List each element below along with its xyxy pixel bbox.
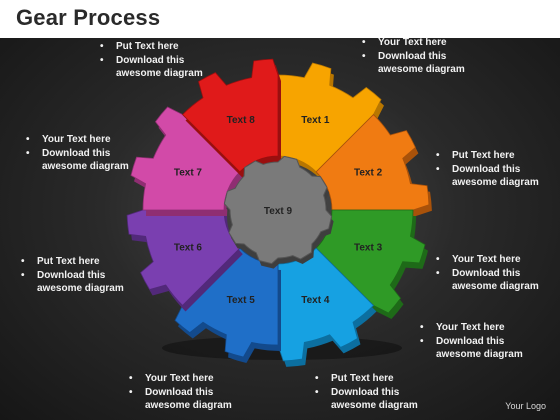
note-left-upper: Your Text here Download this awesome dia… — [22, 133, 129, 174]
note-line: Download this — [358, 50, 465, 64]
note-bottom-right: Put Text here Download this awesome diag… — [311, 372, 418, 413]
page-title: Gear Process — [16, 5, 161, 30]
note-line: Your Text here — [432, 253, 539, 267]
note-line: awesome diagram — [116, 68, 203, 79]
note-bottom-left: Your Text here Download this awesome dia… — [125, 372, 232, 413]
gear-segment-label: Text 4 — [301, 295, 330, 306]
gear-segment — [315, 209, 426, 314]
note-right-middle: Your Text here Download this awesome dia… — [432, 253, 539, 294]
gear-segment — [126, 209, 241, 307]
note-line: Download this — [22, 147, 129, 161]
note-line: Download this — [96, 54, 203, 68]
note-line: Download this — [416, 335, 523, 349]
note-top-left: Put Text here Download this awesome diag… — [96, 40, 203, 81]
note-line: Download this — [311, 386, 418, 400]
note-line: awesome diagram — [452, 281, 539, 292]
note-left-lower: Put Text here Download this awesome diag… — [17, 255, 124, 296]
note-line: Download this — [125, 386, 232, 400]
note-line: awesome diagram — [37, 283, 124, 294]
note-line: Your Text here — [358, 36, 465, 50]
gear-segment — [181, 58, 279, 173]
note-line: awesome diagram — [436, 349, 523, 360]
gear-segment — [174, 247, 279, 358]
note-right-upper: Put Text here Download this awesome diag… — [432, 149, 539, 190]
note-line: awesome diagram — [331, 400, 418, 411]
note-line: Put Text here — [432, 149, 539, 163]
gear-segment-label: Text 7 — [174, 168, 203, 179]
gear-segment — [277, 62, 382, 173]
note-line: awesome diagram — [378, 64, 465, 75]
note-line: Put Text here — [96, 40, 203, 54]
gear-segment-label: Text 8 — [227, 115, 256, 126]
note-line: Download this — [432, 163, 539, 177]
note-line: Download this — [17, 269, 124, 283]
center-gear — [223, 155, 333, 265]
gear-segment-label: Text 1 — [301, 115, 330, 126]
note-line: awesome diagram — [452, 177, 539, 188]
gear-segment-label: Text 2 — [354, 168, 383, 179]
note-right-lower: Your Text here Download this awesome dia… — [416, 321, 523, 362]
header: Gear Process — [0, 0, 560, 38]
gear-segment — [277, 247, 375, 362]
note-line: Your Text here — [125, 372, 232, 386]
note-line: Put Text here — [311, 372, 418, 386]
note-line: Download this — [432, 267, 539, 281]
note-line: awesome diagram — [145, 400, 232, 411]
gear-segments: Text 1 Text 2 Text 3 Text 4 Text 5 Text 6 Text… — [126, 58, 432, 367]
center-gear-label: Text 9 — [264, 206, 293, 217]
note-top-right: Your Text here Download this awesome dia… — [358, 36, 465, 77]
gear-segment-label: Text 3 — [354, 242, 383, 253]
note-line: Put Text here — [17, 255, 124, 269]
note-line: Your Text here — [22, 133, 129, 147]
gear-segment-label: Text 5 — [227, 295, 256, 306]
gear-segment-label: Text 6 — [174, 242, 203, 253]
gear-segment — [315, 113, 430, 211]
note-line: awesome diagram — [42, 161, 129, 172]
logo-text: Your Logo — [505, 401, 546, 411]
note-line: Your Text here — [416, 321, 523, 335]
gear-segment — [130, 106, 241, 211]
